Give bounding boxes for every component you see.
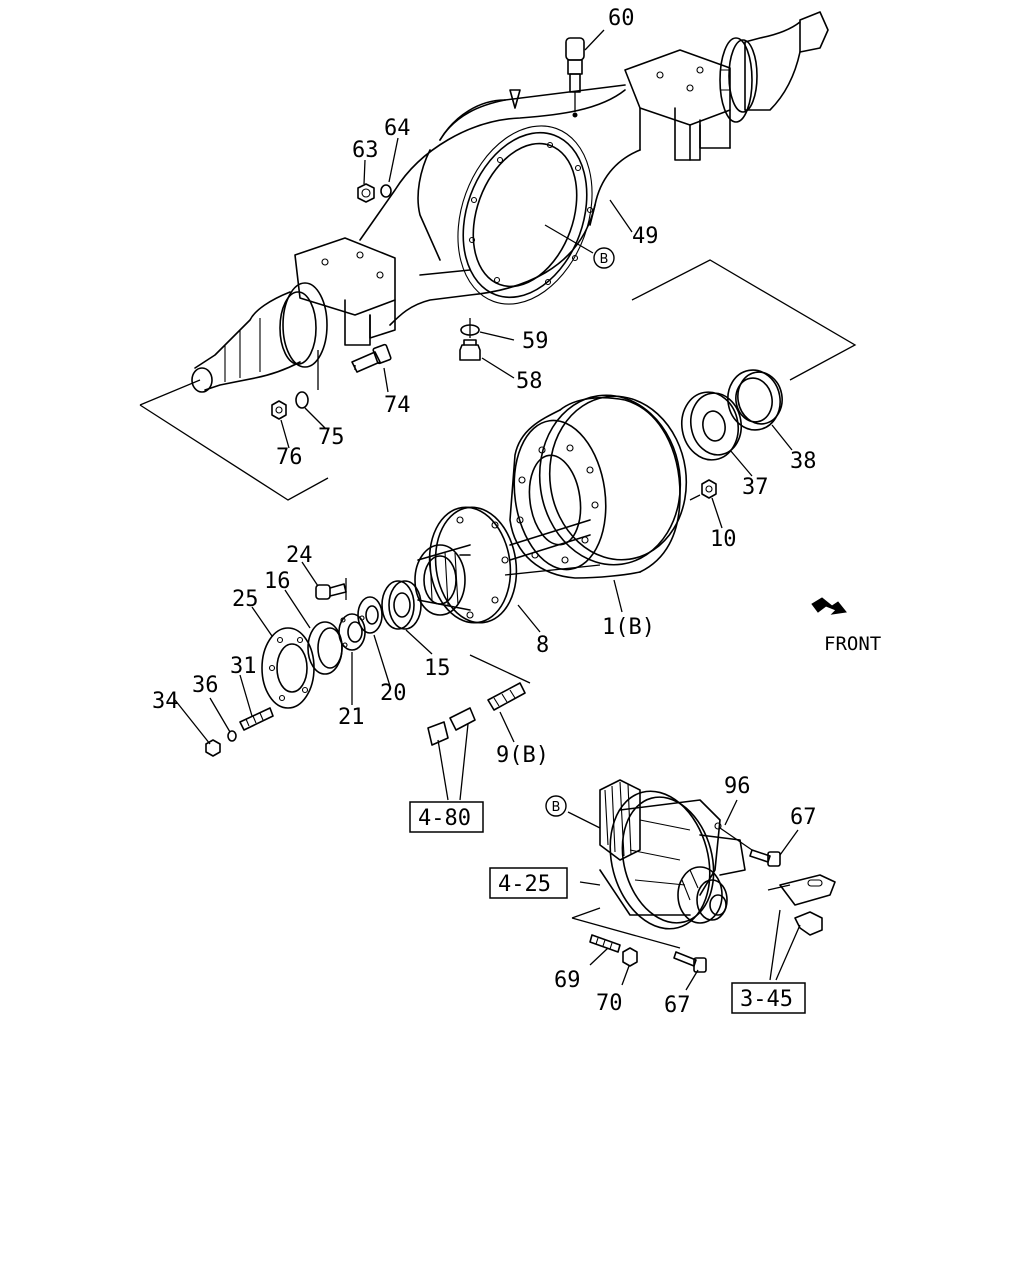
part-label-15: 15 (424, 656, 451, 681)
part-label-76: 76 (276, 445, 303, 470)
svg-text:3-45: 3-45 (740, 987, 793, 1012)
seal-16 (307, 621, 343, 675)
seal-38 (727, 369, 783, 431)
hub-8 (414, 506, 601, 624)
stud-31 (239, 707, 274, 731)
svg-text:B: B (552, 800, 561, 815)
circle-marker-b-upper: B (544, 224, 615, 269)
ref-box-3-45[interactable]: 3-45 (731, 982, 806, 1014)
part-label-49: 49 (632, 224, 659, 249)
part-label-60: 60 (608, 6, 635, 31)
part-label-58: 58 (516, 369, 543, 394)
part-label-34: 34 (152, 689, 179, 714)
part-label-96: 96 (724, 774, 751, 799)
nut-70 (622, 947, 638, 967)
brake-drum (509, 394, 688, 579)
part-label-8: 8 (536, 633, 549, 658)
bolt-24 (315, 578, 347, 600)
bolt-67-lower (673, 951, 707, 973)
leader-lines (174, 29, 801, 991)
part-label-74: 74 (384, 393, 411, 418)
stud-9b (427, 654, 531, 746)
ref-box-4-80[interactable]: 4-80 (409, 801, 484, 833)
part-label-69: 69 (554, 968, 581, 993)
bearing-15 (381, 580, 422, 630)
part-label-10: 10 (710, 527, 737, 552)
part-label-36: 36 (192, 673, 219, 698)
part-label-9b: 9(B) (496, 743, 549, 768)
part-label-20: 20 (380, 681, 407, 706)
part-label-24: 24 (286, 543, 313, 568)
part-label-25: 25 (232, 587, 259, 612)
bolt-67-upper (719, 827, 781, 867)
bearing-37 (681, 391, 743, 461)
washer-59 (460, 324, 480, 336)
front-direction-label: FRONT (824, 633, 881, 655)
part-label-38: 38 (790, 449, 817, 474)
part-label-59: 59 (522, 329, 549, 354)
axle-housing (191, 11, 829, 393)
part-label-75: 75 (318, 425, 345, 450)
svg-text:4-25: 4-25 (498, 872, 551, 897)
ref-box-4-25[interactable]: 4-25 (489, 867, 568, 899)
washer-75 (295, 391, 309, 409)
bracket-3-45 (767, 874, 836, 936)
part-label-63: 63 (352, 138, 379, 163)
bolt-60 (565, 37, 585, 118)
part-label-67-lower: 67 (664, 993, 691, 1018)
dash-lines-carrier (571, 907, 681, 949)
part-label-16: 16 (264, 569, 291, 594)
nut-10 (689, 479, 717, 501)
washer-64 (380, 184, 392, 198)
differential-carrier (599, 779, 746, 930)
svg-text:4-80: 4-80 (418, 806, 471, 831)
part-label-1b: 1(B) (602, 615, 655, 640)
plug-58 (459, 339, 481, 361)
stud-69 (589, 934, 621, 953)
part-label-64: 64 (384, 116, 411, 141)
part-label-67-upper: 67 (790, 805, 817, 830)
part-label-37: 37 (742, 475, 769, 500)
flange-25 (261, 627, 315, 709)
nut-34 (205, 739, 221, 757)
bolt-74 (351, 343, 392, 373)
circle-marker-b-lower: B (545, 795, 567, 817)
part-label-21: 21 (338, 705, 365, 730)
part-label-70: 70 (596, 991, 623, 1016)
front-arrow-icon (811, 597, 847, 615)
lock-nut-21 (338, 613, 366, 651)
washer-36 (227, 730, 237, 742)
part-label-31: 31 (230, 654, 257, 679)
nut-76 (271, 400, 287, 420)
nut-63 (357, 183, 375, 203)
svg-text:B: B (600, 252, 609, 267)
